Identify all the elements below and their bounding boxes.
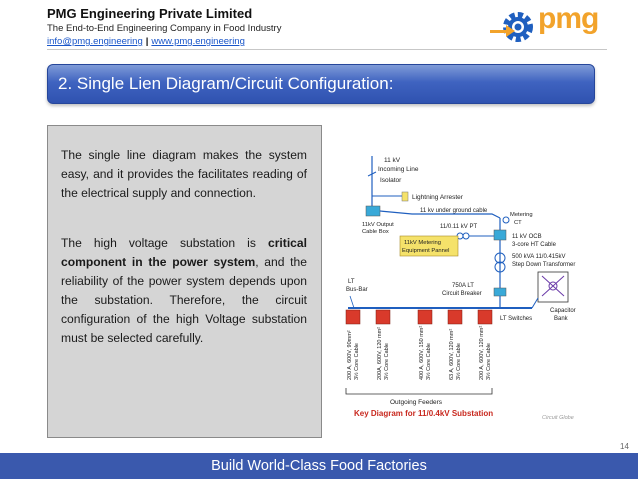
label-incoming-kv: 11 kV xyxy=(384,157,401,164)
isolator-symbol xyxy=(367,171,377,177)
slide-title: 2. Single Lien Diagram/Circuit Configura… xyxy=(58,74,394,93)
feeder-2-type: 3½ Core Cable xyxy=(383,343,390,380)
pt-symbol-2 xyxy=(462,232,470,240)
single-line-diagram: 11 kV Incoming Line Isolator Lightning A… xyxy=(345,156,576,421)
label-capacitor-bank: Bank xyxy=(554,316,569,322)
label-isolator: Isolator xyxy=(380,177,402,184)
logo-text: pmg xyxy=(538,2,599,35)
label-capacitor: Capacitor xyxy=(550,308,576,314)
label-ht-cable: 3-core HT Cable xyxy=(512,242,557,248)
label-breaker-1: 750A LT xyxy=(452,283,474,289)
diagram-caption: Key Diagram for 11/0.4kV Substation xyxy=(354,409,493,418)
metering-ct-symbol xyxy=(502,216,510,224)
lt-breaker-symbol xyxy=(493,287,507,297)
contact-links: info@pmg.engineering|www.pmg.engineering xyxy=(47,36,607,47)
slide-title-bar: 2. Single Lien Diagram/Circuit Configura… xyxy=(47,64,595,104)
company-tagline: The End-to-End Engineering Company in Fo… xyxy=(47,23,282,34)
feeder-5-type: 3½ Core Cable xyxy=(485,343,492,380)
ocb-symbol xyxy=(493,229,507,241)
feeder-1-spec: 200 A, 600V, 90mm² xyxy=(347,330,353,380)
label-incoming-line: Incoming Line xyxy=(378,166,419,173)
label-ct: CT xyxy=(514,220,522,226)
output-cable-box xyxy=(365,205,381,217)
metering-panel xyxy=(399,235,459,257)
label-ocb: 11 kV OCB xyxy=(512,234,542,240)
feeder-4-type: 3½ Core Cable xyxy=(455,343,462,380)
feeder-1-type: 3½ Core Cable xyxy=(353,343,360,380)
header: PMG Engineering Private Limited The End-… xyxy=(47,6,607,47)
lt-switches xyxy=(345,309,493,325)
paragraph-1: The single line diagram makes the system… xyxy=(61,148,307,200)
label-lightning-arrester: Lightning Arrester xyxy=(412,194,464,201)
label-output-box: 11kV Output xyxy=(362,222,394,228)
lightning-arrester-symbol xyxy=(401,191,409,202)
label-lt: LT xyxy=(348,279,355,285)
feeder-3-type: 3½ Core Cable xyxy=(425,343,432,380)
label-outgoing-feeders: Outgoing Feeders xyxy=(390,399,443,406)
label-pt: 11/0.11 kV PT xyxy=(440,224,477,230)
paragraph-2: The high voltage substation is critical … xyxy=(61,234,307,348)
label-lt-switches: LT Switches xyxy=(500,316,532,322)
email-link[interactable]: info@pmg.engineering xyxy=(47,36,143,47)
feeder-4-spec: 63 A, 600V, 120 mm² xyxy=(449,329,455,380)
label-cable-box: Cable Box xyxy=(362,229,389,235)
paragraph-2-bold: critical component in the power system xyxy=(61,236,307,269)
label-metering-panel-2: Equipment Pannel xyxy=(402,248,449,254)
transformer-primary xyxy=(494,252,506,264)
header-divider xyxy=(47,49,607,50)
label-metering: Metering xyxy=(510,212,533,218)
footer-text: Build World-Class Food Factories xyxy=(211,458,427,474)
label-metering-panel-1: 11kV Metering xyxy=(404,240,441,246)
text-panel: The single line diagram makes the system… xyxy=(47,125,322,438)
feeder-3-spec: 400 A, 600V, 150 mm² xyxy=(419,326,425,380)
label-ug-cable: 11 kv under ground cable xyxy=(420,208,488,214)
paragraph-2-start: The high voltage substation is xyxy=(61,236,268,250)
feeder-5-spec: 200 A, 600V, 120 mm² xyxy=(479,326,485,380)
gear-arrow-icon xyxy=(490,12,533,42)
paragraph-2-end: , and the reliability of the power syste… xyxy=(61,255,307,345)
footer-bar: Build World-Class Food Factories xyxy=(0,453,638,479)
label-bus-bar: Bus-Bar xyxy=(346,287,368,293)
feeder-2-spec: 200A, 600V, 120 mm² xyxy=(377,327,383,380)
website-link[interactable]: www.pmg.engineering xyxy=(151,36,245,47)
link-separator: | xyxy=(145,36,149,47)
watermark: Circuit Globe xyxy=(542,415,574,421)
ug-cable-line xyxy=(379,210,501,219)
feeder-cables: 200 A, 600V, 90mm² 3½ Core Cable 200A, 6… xyxy=(347,326,492,380)
transformer-secondary xyxy=(494,261,506,273)
company-name: PMG Engineering Private Limited xyxy=(47,6,253,21)
page-number: 14 xyxy=(620,442,629,451)
label-breaker-2: Circuit Breaker xyxy=(442,291,482,297)
outgoing-feeders-brace xyxy=(345,388,493,395)
label-transformer-2: Step Down Transformer xyxy=(512,262,575,268)
label-transformer-1: 500 kVA 11/0.415kV xyxy=(512,254,565,260)
